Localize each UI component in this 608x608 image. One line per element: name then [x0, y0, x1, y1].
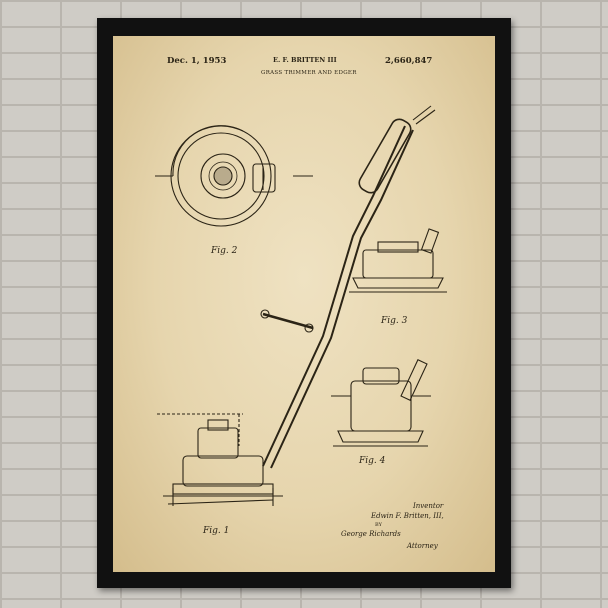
- patent-date: Dec. 1, 1953: [167, 56, 227, 66]
- figure-2-label: Fig. 2: [211, 246, 238, 256]
- figure-1-label: Fig. 1: [203, 526, 230, 536]
- figure-3-label: Fig. 3: [381, 316, 408, 326]
- patent-inventor-header: E. F. BRITTEN III: [273, 56, 337, 64]
- attorney-name: George Richards: [341, 530, 401, 538]
- patent-number: 2,660,847: [385, 56, 433, 66]
- inventor-name: Edwin F. Britten, III,: [371, 512, 444, 520]
- signature-by: BY: [375, 522, 382, 528]
- patent-title: GRASS TRIMMER AND EDGER: [261, 70, 357, 76]
- attorney-role: Attorney: [407, 542, 438, 550]
- patent-drawing: [155, 105, 447, 506]
- inventor-role: Inventor: [413, 502, 444, 510]
- patent-poster: Dec. 1, 1953 E. F. BRITTEN III 2,660,847…: [113, 36, 495, 572]
- figure-4-label: Fig. 4: [359, 456, 386, 466]
